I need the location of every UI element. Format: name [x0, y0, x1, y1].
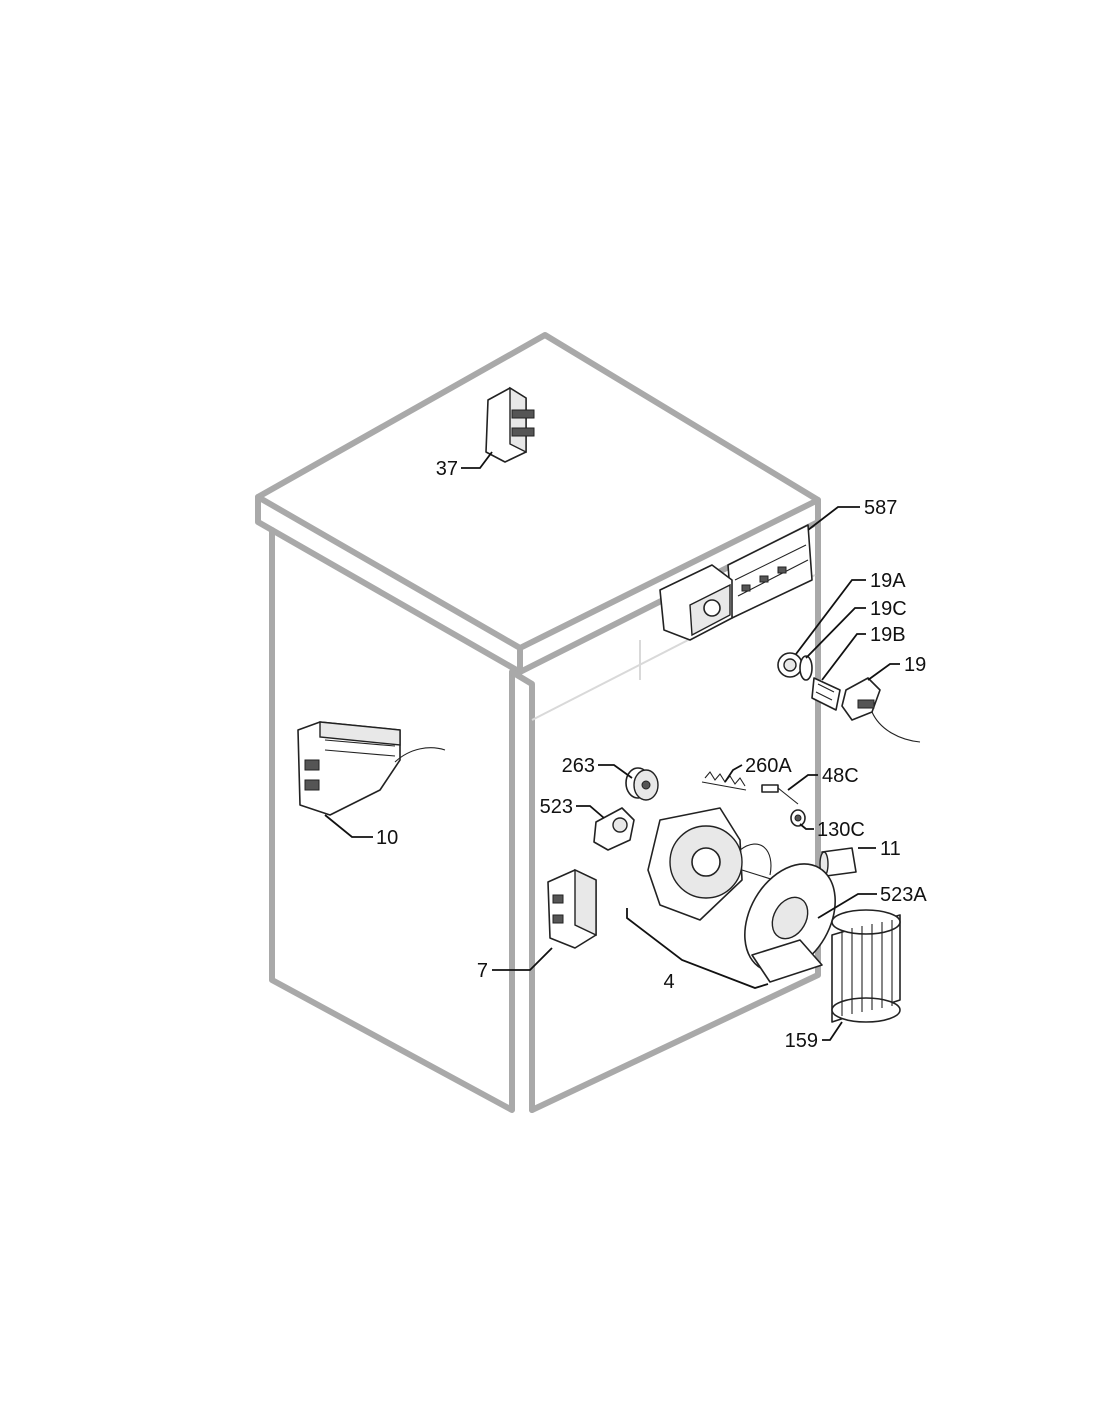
callout-7: 7 [477, 960, 488, 982]
callout-523: 523 [540, 796, 573, 818]
callout-260A: 260A [745, 755, 792, 777]
callout-523A: 523A [880, 884, 927, 906]
part-10-module [297, 721, 446, 816]
callout-19C: 19C [870, 598, 907, 620]
callout-labels: 37 587 19A 19C 19B 19 10 263 260A 48C 52… [376, 458, 927, 1052]
callout-11: 11 [880, 838, 901, 860]
callout-10: 10 [376, 827, 398, 849]
part-523A-fan-housing [744, 863, 836, 983]
callout-587: 587 [864, 497, 897, 519]
callout-37: 37 [436, 458, 458, 480]
part-37-switch [485, 386, 535, 463]
part-4-motor [647, 807, 791, 921]
callout-19A: 19A [870, 570, 906, 592]
part-263-pulley [625, 767, 659, 801]
leader-lines [324, 451, 900, 1041]
callout-19B: 19B [870, 624, 906, 646]
part-587-control-board [659, 524, 813, 641]
part-19-connector-assembly [777, 652, 921, 743]
callout-4: 4 [663, 971, 674, 993]
part-260A-spring [701, 771, 747, 791]
part-7-module [547, 868, 597, 949]
callout-263: 263 [562, 755, 595, 777]
callout-48C: 48C [822, 765, 859, 787]
part-48C-screw [761, 784, 799, 805]
callout-19: 19 [904, 654, 926, 676]
part-159-fan-wheel [831, 909, 901, 1023]
part-130C-nut [790, 809, 806, 827]
cabinet-outline [255, 332, 821, 1113]
part-11-capacitor [819, 847, 857, 877]
part-523-bracket [593, 807, 635, 851]
callout-159: 159 [785, 1030, 818, 1052]
callout-130C: 130C [817, 819, 865, 841]
